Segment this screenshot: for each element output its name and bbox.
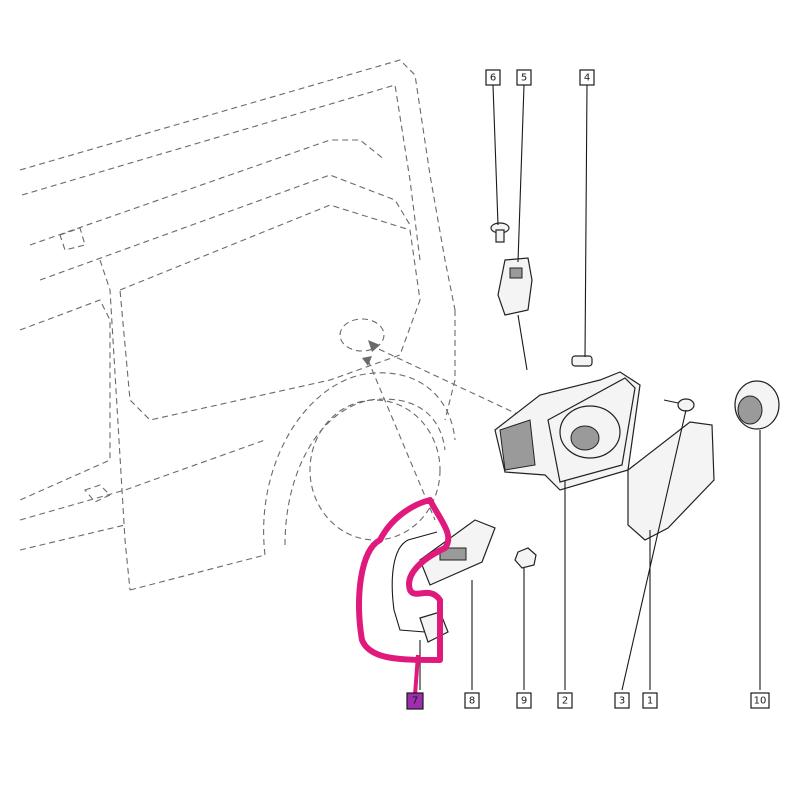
part-release-lever-8 xyxy=(419,519,496,690)
highlight-pointer xyxy=(413,654,420,696)
callout-9: 9 xyxy=(516,692,532,709)
callout-7-label: 7 xyxy=(412,696,418,707)
vehicle-body-outline xyxy=(19,59,456,591)
callout-2-label: 2 xyxy=(562,696,568,707)
assembly-guide-lines xyxy=(362,340,531,521)
highlight-outline xyxy=(356,497,452,663)
callout-5-label: 5 xyxy=(521,73,527,84)
callout-5: 5 xyxy=(516,69,532,86)
callout-10: 10 xyxy=(750,692,770,709)
callout-1-label: 1 xyxy=(647,696,653,707)
leader-lines xyxy=(492,84,761,691)
callout-10-label: 10 xyxy=(754,696,767,707)
callout-3: 3 xyxy=(614,692,630,709)
part-plug-4 xyxy=(571,355,593,367)
part-filler-housing-2 xyxy=(494,371,641,491)
arrow-head xyxy=(362,356,372,366)
callout-6: 6 xyxy=(485,69,501,86)
part-screw-3 xyxy=(663,398,695,412)
callout-7: 7 xyxy=(406,692,424,710)
part-cap-10 xyxy=(734,380,780,430)
part-nut-9 xyxy=(514,547,537,690)
callout-4: 4 xyxy=(579,69,595,86)
callout-6-label: 6 xyxy=(490,73,496,84)
part-screw-6 xyxy=(490,222,510,243)
part-actuator-5 xyxy=(497,257,533,371)
callout-9-label: 9 xyxy=(521,696,527,707)
callout-1: 1 xyxy=(642,692,658,709)
callout-2: 2 xyxy=(557,692,573,709)
callout-3-label: 3 xyxy=(619,696,625,707)
callout-4-label: 4 xyxy=(584,73,590,84)
arrow-head xyxy=(368,340,380,352)
part-fuel-door-1 xyxy=(627,421,715,541)
callout-8-label: 8 xyxy=(469,696,475,707)
callout-8: 8 xyxy=(464,692,480,709)
